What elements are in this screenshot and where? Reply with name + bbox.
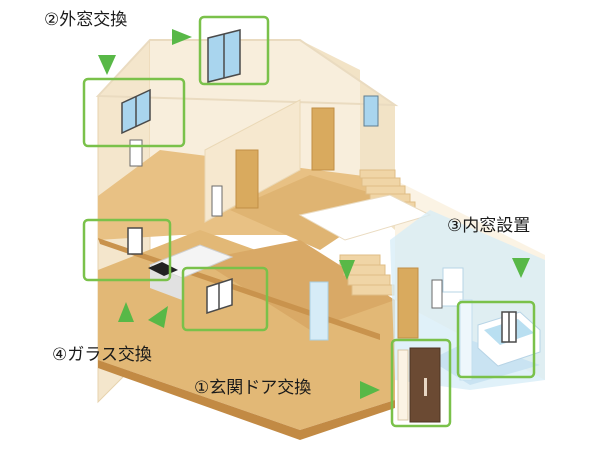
- inner-window-bath: [501, 311, 517, 343]
- label-inner-window-installation: ③内窓設置: [447, 216, 531, 236]
- down-triangle-marker: [339, 260, 355, 280]
- highlight-glass-window-left: [82, 218, 172, 282]
- interior-window-lower-right: [431, 279, 443, 309]
- interior-door-upper-2: [311, 107, 335, 171]
- ground-floor-right: [200, 240, 395, 330]
- up-triangle-marker: [118, 302, 134, 322]
- interior-window-mid: [211, 185, 223, 217]
- down-triangle-marker: [512, 258, 530, 278]
- down-triangle-marker: [98, 55, 116, 75]
- outer-window-top: [207, 29, 241, 83]
- toilet-wall-panel: [459, 299, 473, 381]
- label-entrance-door-replacement: ①玄関ドア交換: [194, 378, 312, 398]
- highlight-glass-window-lower: [181, 266, 269, 332]
- diagonal-triangle-marker: [148, 306, 168, 328]
- right-triangle-marker: [360, 381, 380, 399]
- label-glass-replacement: ④ガラス交換: [52, 345, 152, 365]
- right-triangle-marker: [172, 29, 192, 45]
- entrance-door: [397, 347, 441, 423]
- interior-door-lower: [397, 267, 419, 339]
- highlight-entrance-door: [390, 338, 452, 428]
- interior-window-upper-right: [363, 95, 379, 127]
- glass-window-lower: [206, 277, 233, 315]
- highlight-boxes: [82, 15, 536, 428]
- house-structure: [95, 29, 545, 440]
- kitchen-counter-front: [150, 265, 182, 300]
- washbasin-mirror: [442, 267, 464, 295]
- label-outer-window-replacement: ②外窓交換: [44, 10, 128, 30]
- markers: [98, 29, 530, 399]
- glass-window-left: [127, 227, 143, 255]
- interior-door-ground-blue: [309, 281, 329, 341]
- interior-door-upper-1: [235, 149, 259, 209]
- interior-window-upper-left: [129, 139, 143, 167]
- highlight-outer-window-top: [198, 15, 270, 86]
- outer-window-upper-left: [121, 88, 151, 135]
- highlight-inner-window-bath: [456, 300, 536, 379]
- highlight-outer-window-left: [82, 77, 186, 148]
